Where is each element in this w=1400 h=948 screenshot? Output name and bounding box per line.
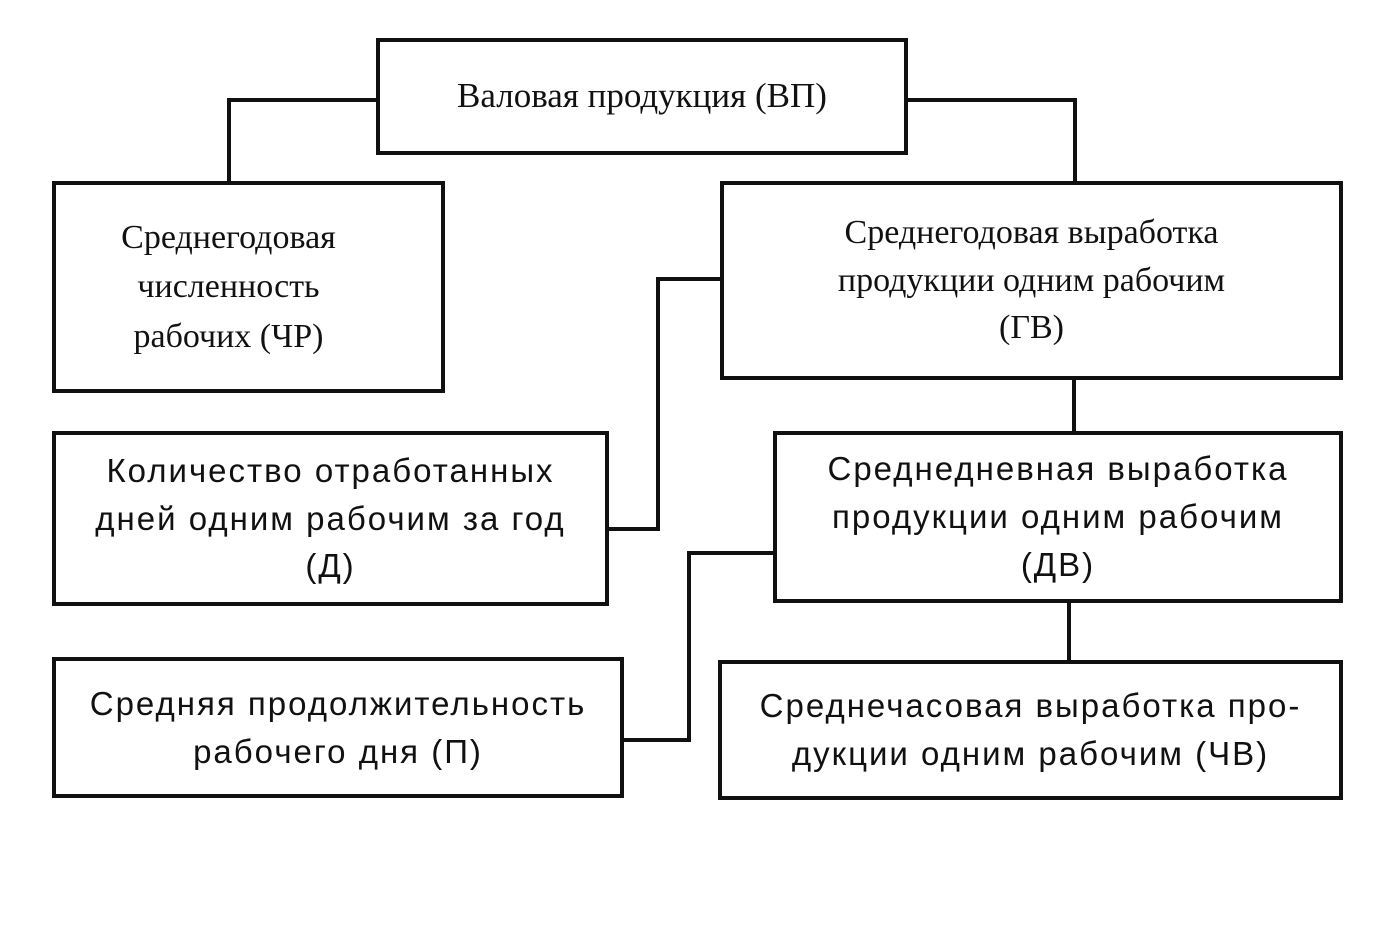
root-node-gross-output: Валовая продукция (ВП) — [376, 38, 908, 155]
node-workday-length-label: Средняя продолжительность рабочего дня (… — [89, 684, 587, 770]
root-node-label: Валовая продукция (ВП) — [457, 76, 827, 116]
node-days-worked: Количество отработанных дней одним рабоч… — [52, 431, 609, 606]
node-days-worked-label: Количество отработанных дней одним рабоч… — [95, 451, 566, 585]
connector-vp-gv — [908, 98, 1077, 181]
node-daily-output-per-worker: Среднедневная выработка продукции одним … — [773, 431, 1343, 603]
node-annual-output-per-worker: Среднегодовая выработка продукции одним … — [720, 181, 1343, 380]
node-hourly-output-per-worker-label: Среднечасовая выработка про- дукции одни… — [759, 687, 1302, 772]
node-hourly-output-per-worker: Среднечасовая выработка про- дукции одни… — [718, 660, 1343, 800]
connector-vp-chr — [227, 98, 376, 181]
node-average-workers-label: Среднегодовая численность рабочих (ЧР) — [121, 219, 336, 355]
connector-gv-d — [609, 277, 720, 531]
node-average-workers: Среднегодовая численность рабочих (ЧР) — [52, 181, 445, 393]
node-annual-output-per-worker-label: Среднегодовая выработка продукции одним … — [837, 214, 1226, 347]
node-workday-length: Средняя продолжительность рабочего дня (… — [52, 657, 624, 798]
connector-dv-p — [624, 551, 773, 742]
node-daily-output-per-worker-label: Среднедневная выработка продукции одним … — [827, 450, 1289, 583]
